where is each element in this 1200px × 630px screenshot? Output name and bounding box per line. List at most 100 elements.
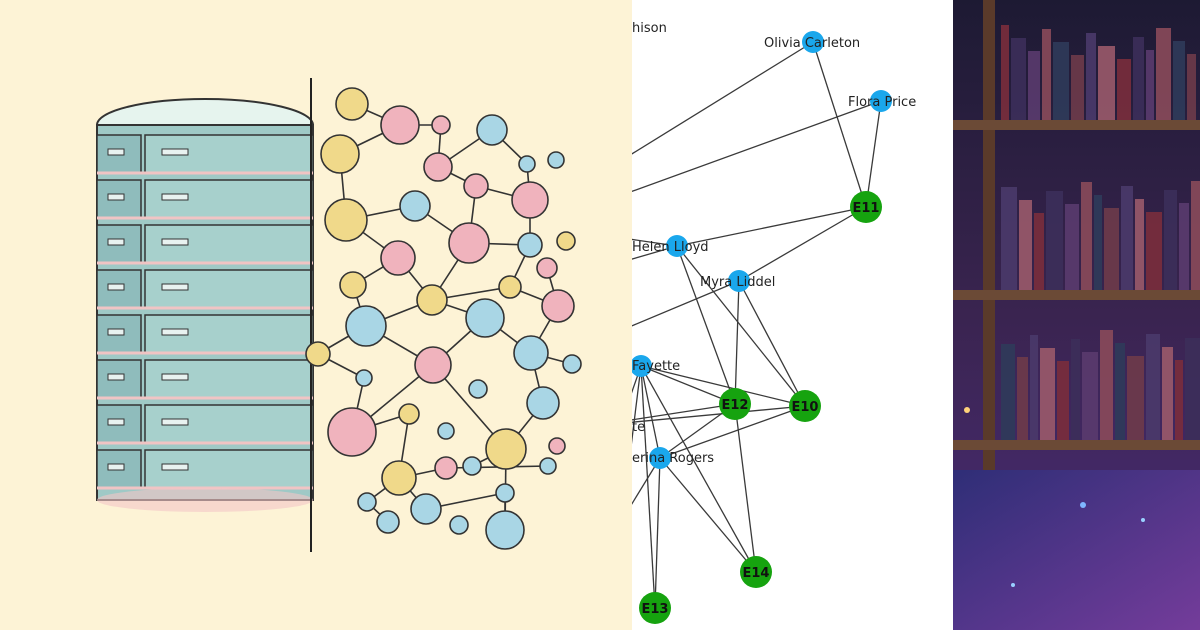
- graph-edge: [640, 365, 736, 405]
- bookshelf-icon: [953, 0, 1200, 630]
- graph-bubble: [476, 114, 508, 146]
- graph-edge: [812, 41, 867, 208]
- graph-edge: [640, 365, 806, 407]
- person-node: [666, 235, 688, 257]
- graph-edge: [632, 405, 806, 423]
- graph-bubble: [305, 341, 331, 367]
- graph-bubble: [355, 369, 373, 387]
- graph-bubble: [448, 222, 490, 264]
- person-node: [802, 31, 824, 53]
- graph-bubble: [357, 492, 377, 512]
- graph-bubble: [381, 460, 417, 496]
- graph-edge: [632, 100, 882, 193]
- graph-bubble: [380, 240, 416, 276]
- person-node: [728, 270, 750, 292]
- person-node-label: Fayette: [632, 359, 680, 374]
- graph-bubble: [465, 298, 505, 338]
- graph-bubble: [518, 155, 536, 173]
- graph-edge: [632, 41, 814, 155]
- graph-bubble: [547, 151, 565, 169]
- graph-edge: [738, 280, 806, 407]
- graph-edge: [640, 365, 656, 609]
- database-graph-illustration: [0, 0, 632, 630]
- graph-edge: [734, 403, 757, 573]
- graph-edge: [632, 280, 740, 327]
- person-node: [870, 90, 892, 112]
- graph-bubble: [431, 115, 451, 135]
- entity-node: [719, 388, 751, 420]
- graph-bubble: [324, 198, 368, 242]
- graph-bubble: [495, 483, 515, 503]
- graph-bubble: [376, 510, 400, 534]
- graph-edge: [654, 457, 661, 609]
- person-node-label: Flora Price: [848, 95, 916, 110]
- graph-bubble: [399, 190, 431, 222]
- graph-bubble: [345, 305, 387, 347]
- graph-edge: [640, 365, 661, 459]
- graph-bubble: [517, 232, 543, 258]
- graph-bubble: [335, 87, 369, 121]
- graph-bubble: [539, 457, 557, 475]
- entity-node-label: E10: [792, 400, 819, 415]
- graph-edge: [738, 206, 867, 282]
- graph-bubble: [414, 346, 452, 384]
- graph-bubble: [513, 335, 549, 371]
- graph-edge: [659, 457, 757, 573]
- entity-node: [789, 390, 821, 422]
- graph-bubble: [423, 152, 453, 182]
- graph-bubble: [536, 257, 558, 279]
- person-node-label: te: [632, 420, 645, 435]
- graph-bubble: [320, 134, 360, 174]
- entity-node: [639, 592, 671, 624]
- person-node: [632, 355, 652, 377]
- graph-edge: [659, 405, 806, 459]
- graph-edge: [865, 100, 882, 208]
- graph-bubble: [327, 407, 377, 457]
- graph-edge: [632, 457, 661, 505]
- graph-edge: [640, 365, 757, 573]
- entity-node: [740, 556, 772, 588]
- entity-node-label: E12: [722, 398, 749, 413]
- person-node-label: Myra Liddel: [700, 275, 775, 290]
- graph-edge: [734, 280, 740, 405]
- graph-bubble: [398, 403, 420, 425]
- graph-edge: [676, 245, 806, 407]
- entity-node-label: E14: [743, 566, 770, 581]
- graph-bubble: [541, 289, 575, 323]
- graph-bubble: [434, 456, 458, 480]
- graph-edge: [632, 365, 642, 445]
- graph-bubble: [380, 105, 420, 145]
- graph-bubble: [485, 428, 527, 470]
- person-node-label: Olivia Carleton: [764, 36, 860, 51]
- graph-edge: [676, 206, 867, 247]
- person-node: [649, 447, 671, 469]
- graph-bubble: [511, 181, 549, 219]
- graph-bubble: [449, 515, 469, 535]
- graph-edge: [676, 245, 736, 405]
- entity-node-label: E13: [642, 602, 669, 617]
- graph-edge: [632, 403, 736, 421]
- person-node-label: hison: [632, 21, 667, 36]
- graph-bubble: [498, 275, 522, 299]
- entity-node-label: E11: [853, 201, 880, 216]
- bookshelf-library-image: [953, 0, 1200, 630]
- graph-bubble: [556, 231, 576, 251]
- graph-bubble: [562, 354, 582, 374]
- person-node-label: erina Rogers: [632, 451, 714, 466]
- database-cylinder: [96, 98, 314, 512]
- graph-bubble: [548, 437, 566, 455]
- person-node-label: Helen Lloyd: [632, 240, 709, 255]
- graph-bubble: [462, 456, 482, 476]
- entity-node: [850, 191, 882, 223]
- graph-bubble: [410, 493, 442, 525]
- database-icon: [96, 78, 582, 552]
- graph-bubble: [463, 173, 489, 199]
- graph-bubble: [339, 271, 367, 299]
- graph-bubble: [468, 379, 488, 399]
- graph-bubble: [526, 386, 560, 420]
- graph-bubble: [437, 422, 455, 440]
- graph-bubble: [485, 510, 525, 550]
- graph-bubble: [416, 284, 448, 316]
